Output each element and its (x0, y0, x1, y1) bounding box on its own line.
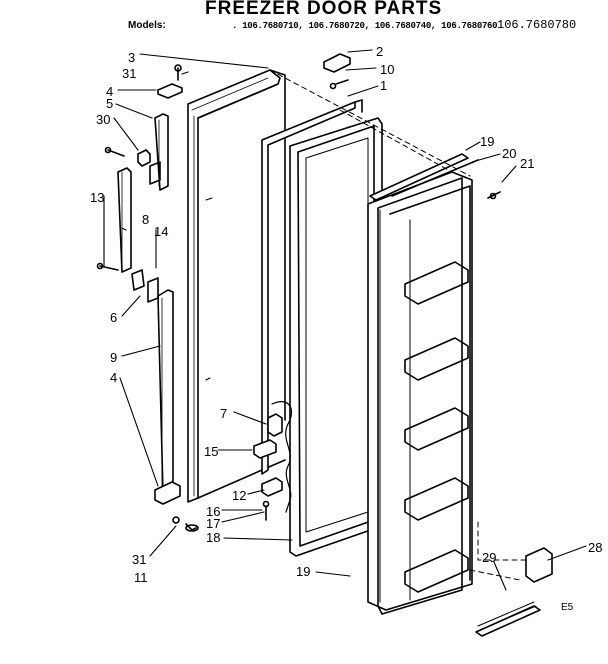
handle-strip-lower (157, 289, 174, 495)
part-label-30: 30 (96, 112, 110, 127)
part-label-3: 3 (128, 50, 135, 65)
part-label-5: 5 (106, 96, 113, 111)
bracket-14b (147, 277, 159, 303)
bracket-14a (149, 161, 161, 185)
part-label-8: 8 (142, 212, 149, 227)
part-label-7: 7 (220, 406, 227, 421)
model-extra: 106.7680780 (497, 18, 577, 32)
cam-7 (267, 413, 283, 437)
outer-door-panel (187, 69, 286, 503)
part-label-1: 1 (380, 78, 387, 93)
top-hinge-pin (323, 53, 351, 73)
part-label-14: 14 (154, 224, 168, 239)
part-label-22: 21 (520, 156, 534, 171)
part-label-19: 19 (296, 564, 310, 579)
part-label-31a: 31 (122, 66, 136, 81)
models-label: Models: (128, 20, 166, 31)
diagram-code: E5 (561, 602, 574, 613)
bracket-30 (137, 149, 151, 167)
part-label-18: 18 (206, 530, 220, 545)
bottom-hinge (154, 481, 181, 505)
part-label-17: 17 (206, 516, 220, 531)
part-label-11: 11 (134, 570, 148, 585)
top-trim (369, 153, 479, 201)
bottom-cap-28 (525, 547, 553, 583)
part-label-10: 10 (380, 62, 394, 77)
models-list: . 106.7680710, 106.7680720, 106.7680740,… (232, 21, 498, 31)
part-label-31b: 31 (132, 552, 146, 567)
handle-strip-upper (154, 113, 169, 191)
bracket-6 (131, 269, 145, 291)
door-liner (367, 171, 473, 615)
part-label-13: 13 (90, 190, 104, 205)
top-hinge (157, 83, 183, 99)
part-label-4a: 4 (106, 84, 113, 99)
part-label-12: 12 (232, 488, 246, 503)
part-label-15: 15 (204, 444, 218, 459)
page-title: FREEZER DOOR PARTS (205, 0, 443, 19)
bottom-trim-29 (475, 605, 541, 637)
part-label-16: 16 (206, 504, 220, 519)
part-label-21: 20 (502, 146, 516, 161)
bracket-15 (253, 439, 277, 459)
bracket-12 (261, 477, 283, 497)
part-label-4b: 4 (110, 370, 117, 385)
door-handle (117, 167, 132, 273)
part-label-29: 29 (482, 550, 496, 565)
part-label-28: 28 (588, 540, 602, 555)
part-label-9: 9 (110, 350, 117, 365)
part-label-20: 19 (480, 134, 494, 149)
part-label-6: 6 (110, 310, 117, 325)
part-label-2: 2 (376, 44, 383, 59)
door-liner-gasket (261, 99, 363, 475)
